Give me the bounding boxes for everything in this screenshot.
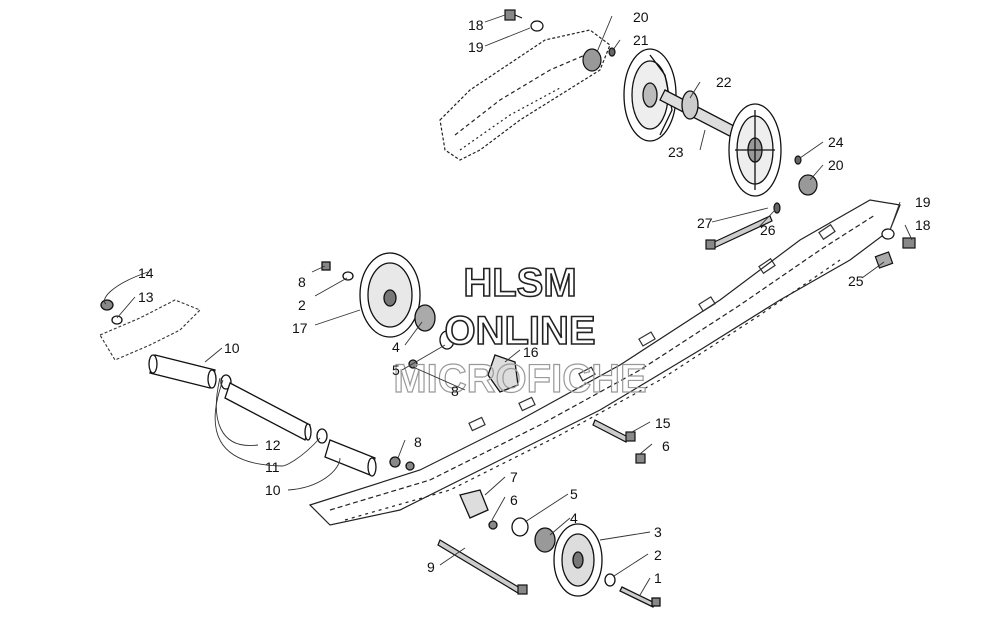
callout-27: 27 — [697, 215, 713, 231]
lower-wheel-3 — [511, 517, 661, 608]
bolts-15-6 — [592, 419, 646, 464]
callout-20: 20 — [633, 9, 649, 25]
callout-5-upper: 5 — [392, 362, 400, 378]
right-hardware-18-19-25 — [874, 228, 916, 269]
callout-5-lower: 5 — [570, 486, 578, 502]
callout-25: 25 — [848, 273, 864, 289]
callout-1: 1 — [654, 570, 662, 586]
watermark-line3: MICROFICHE — [393, 357, 646, 401]
rear-idler-wheel-right — [728, 103, 782, 197]
callout-10-lower: 10 — [265, 482, 281, 498]
callout-16: 16 — [523, 344, 539, 360]
upper-rail-section — [439, 29, 611, 161]
callout-24: 24 — [828, 134, 844, 150]
callout-19: 19 — [468, 39, 484, 55]
watermark-line1: HLSM — [463, 261, 576, 305]
rear-idler-wheel-left — [623, 48, 677, 142]
long-bolt-9 — [437, 539, 528, 595]
leader-lines — [104, 14, 913, 596]
callout-2-lower: 2 — [654, 547, 662, 563]
callout-4-upper: 4 — [392, 339, 400, 355]
callout-18-right: 18 — [915, 217, 931, 233]
callout-3: 3 — [654, 524, 662, 540]
callout-18: 18 — [468, 17, 484, 33]
callout-8-middle: 8 — [451, 383, 459, 399]
watermark-line2: ONLINE — [444, 309, 595, 353]
callout-14: 14 — [138, 265, 154, 281]
callout-7: 7 — [510, 469, 518, 485]
callout-13: 13 — [138, 289, 154, 305]
lower-bracket-7 — [389, 456, 498, 530]
callout-2-upper: 2 — [298, 297, 306, 313]
callout-22: 22 — [716, 74, 732, 90]
callout-6-lower: 6 — [510, 492, 518, 508]
left-rail-fragment — [99, 299, 201, 361]
callout-23: 23 — [668, 144, 684, 160]
callout-26: 26 — [760, 222, 776, 238]
callout-6-upper: 6 — [662, 438, 670, 454]
callout-8-lower: 8 — [414, 434, 422, 450]
callout-8-upper: 8 — [298, 274, 306, 290]
callout-21: 21 — [633, 32, 649, 48]
callout-19-right: 19 — [915, 194, 931, 210]
callout-15: 15 — [655, 415, 671, 431]
watermark: HLSM ONLINE MICROFICHE — [393, 260, 648, 401]
callout-10-upper: 10 — [224, 340, 240, 356]
callout-17: 17 — [292, 320, 308, 336]
front-idler-wheel — [321, 252, 455, 350]
spacer-tubes — [100, 299, 377, 477]
callout-12: 12 — [265, 437, 281, 453]
callout-20-right: 20 — [828, 157, 844, 173]
upper-left-hardware — [504, 9, 544, 32]
rear-bolt-27 — [705, 215, 773, 250]
callout-9: 9 — [427, 559, 435, 575]
callout-4-lower: 4 — [570, 510, 578, 526]
callout-11: 11 — [265, 459, 280, 475]
callout-labels: 18 19 20 21 22 23 24 20 19 18 27 26 25 1… — [138, 9, 931, 586]
rear-bearings — [582, 47, 818, 214]
